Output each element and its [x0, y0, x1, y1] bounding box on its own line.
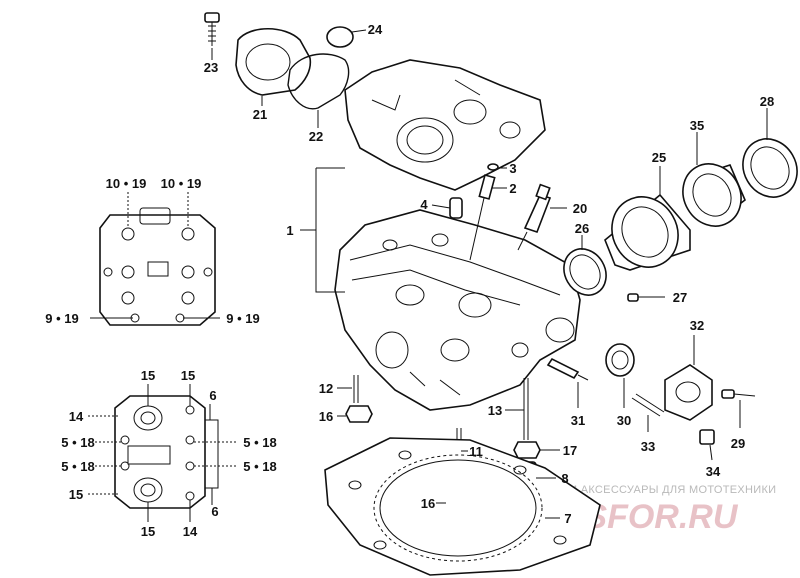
- label-31: 31: [571, 413, 585, 428]
- spark-plug-20-drawing: [517, 183, 552, 251]
- label-28: 28: [760, 94, 774, 109]
- part-labels: 1 2 3 4 6 6 7 8 9 • 19 9 • 19 10 • 19 10…: [45, 22, 774, 539]
- head-top-view-inset: [99, 207, 216, 326]
- thermostat-assembly-drawing: [546, 343, 756, 445]
- label-10-19-left: 10 • 19: [106, 176, 147, 191]
- label-5-18-left-lower: 5 • 18: [61, 459, 94, 474]
- label-15b: 15: [181, 368, 195, 383]
- label-26: 26: [575, 221, 589, 236]
- label-15d: 15: [141, 524, 155, 539]
- label-6b: 6: [211, 504, 218, 519]
- label-34: 34: [706, 464, 721, 479]
- intake-assembly-drawing: [563, 138, 798, 302]
- label-21: 21: [253, 107, 267, 122]
- label-29: 29: [731, 436, 745, 451]
- label-16b: 16: [421, 496, 435, 511]
- label-27: 27: [673, 290, 687, 305]
- label-22: 22: [309, 129, 323, 144]
- label-14b: 14: [183, 524, 198, 539]
- leader-lines: [88, 29, 768, 522]
- cylinder-head-drawing: [334, 209, 581, 411]
- label-16a: 16: [319, 409, 333, 424]
- cover-21-drawing: [235, 28, 312, 96]
- bolt-23-drawing: [204, 12, 220, 46]
- label-5-18-right-lower: 5 • 18: [243, 459, 276, 474]
- label-5-18-left-upper: 5 • 18: [61, 435, 94, 450]
- label-1: 1: [286, 223, 293, 238]
- label-5-18-right-upper: 5 • 18: [243, 435, 276, 450]
- valve-cover-assembly: [204, 12, 546, 191]
- gasket-22-drawing: [287, 53, 350, 110]
- cam-cap-view-inset: [114, 395, 219, 509]
- label-9-19-left: 9 • 19: [45, 311, 78, 326]
- label-35: 35: [690, 118, 704, 133]
- label-32: 32: [690, 318, 704, 333]
- head-gasket-drawing: [324, 437, 601, 576]
- label-10-19-right: 10 • 19: [161, 176, 202, 191]
- cap-24-drawing: [326, 26, 354, 48]
- label-13: 13: [488, 403, 502, 418]
- label-12: 12: [319, 381, 333, 396]
- label-25: 25: [652, 150, 666, 165]
- label-2: 2: [509, 181, 516, 196]
- label-8: 8: [561, 471, 568, 486]
- label-20: 20: [573, 201, 587, 216]
- label-24: 24: [368, 22, 383, 37]
- label-9-19-right: 9 • 19: [226, 311, 259, 326]
- label-15c: 15: [69, 487, 83, 502]
- label-14a: 14: [69, 409, 84, 424]
- label-7: 7: [564, 511, 571, 526]
- label-33: 33: [641, 439, 655, 454]
- label-15a: 15: [141, 368, 155, 383]
- label-6a: 6: [209, 388, 216, 403]
- label-4: 4: [420, 197, 428, 212]
- label-30: 30: [617, 413, 631, 428]
- label-23: 23: [204, 60, 218, 75]
- label-11: 11: [469, 444, 483, 459]
- label-17: 17: [563, 443, 577, 458]
- label-3: 3: [509, 161, 516, 176]
